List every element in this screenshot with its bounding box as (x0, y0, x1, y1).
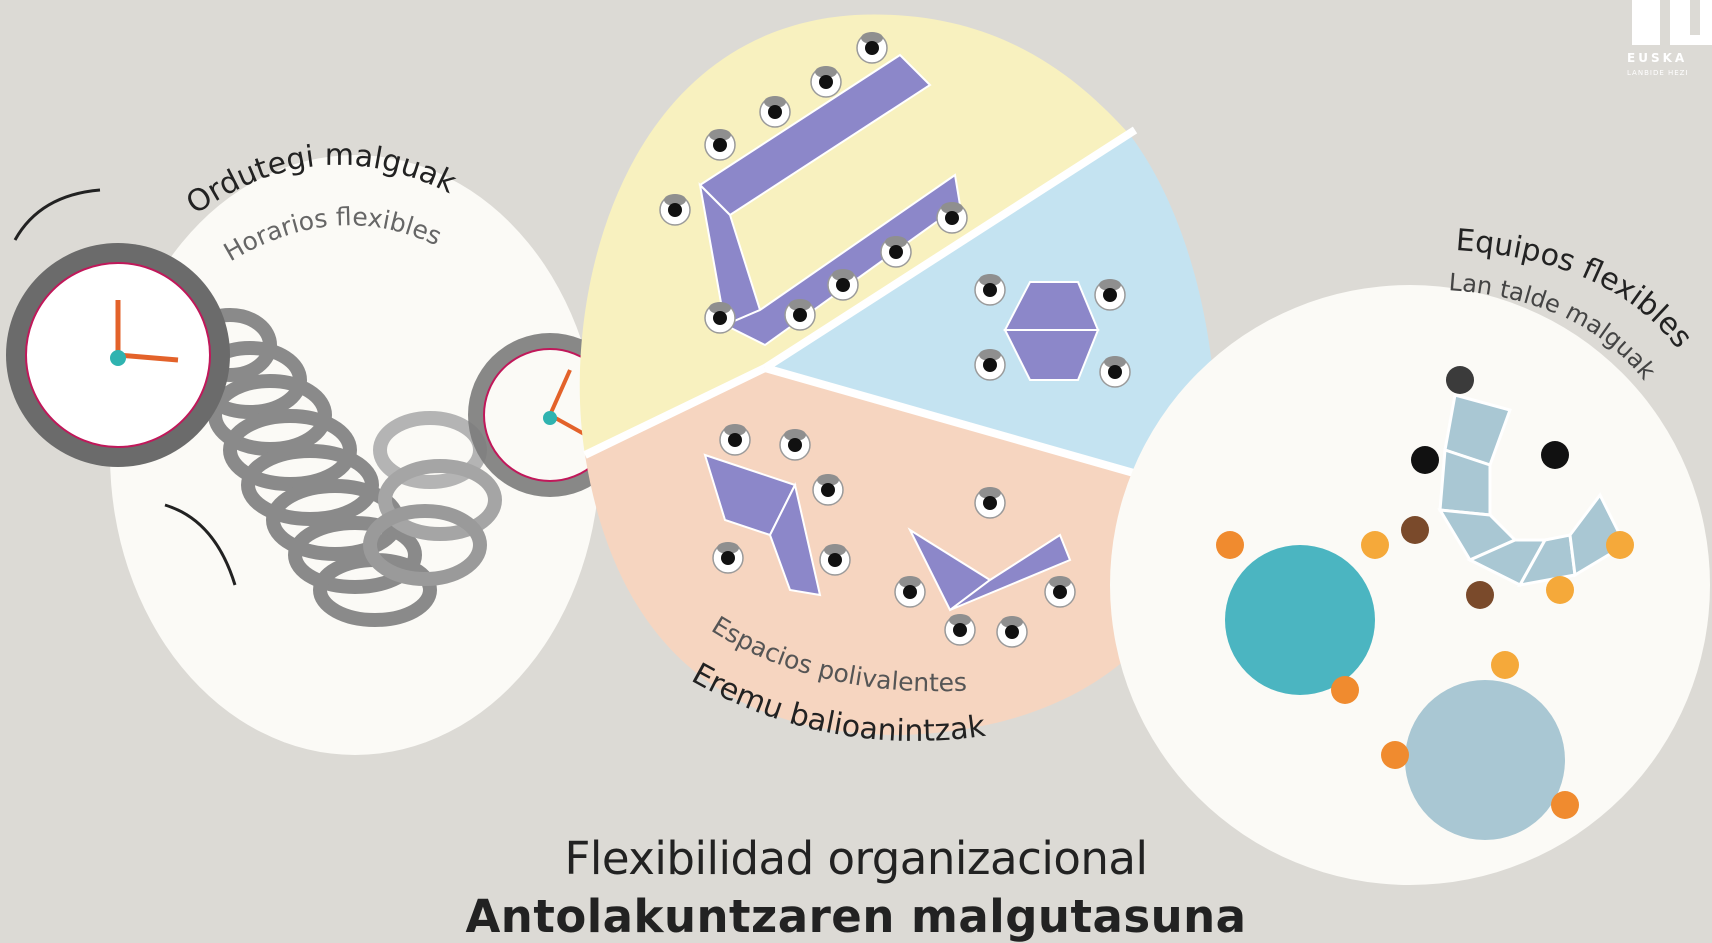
infographic: Ordutegi malguak Horarios flexibles (6, 0, 1712, 943)
sector-divider (762, 126, 1138, 372)
logo-sub: LANBIDE HEZI (1627, 69, 1689, 77)
schedules-section: Ordutegi malguak Horarios flexibles (6, 138, 674, 755)
round-table (1405, 680, 1565, 840)
blue-sector (765, 135, 1217, 495)
motion-arc-icon (164, 503, 237, 586)
u-shape-tables (698, 53, 962, 347)
people-icons (1216, 366, 1634, 819)
clock-icon (6, 243, 230, 467)
teams-bubble (1110, 285, 1710, 885)
teams-section: Equipos flexibles Lan talde malguak (1110, 223, 1710, 885)
logo-word: EUSKA (1627, 51, 1687, 65)
motion-arc-icon (13, 188, 101, 241)
round-table (1225, 545, 1375, 695)
yellow-sector (579, 14, 1130, 456)
euskadi-logo: EUSKA LANBIDE HEZI (1627, 0, 1712, 77)
caption-spanish: Flexibilidad organizacional (564, 832, 1148, 885)
sector-divider (583, 364, 767, 459)
hexagon-table (1003, 281, 1100, 381)
spaces-section: Espacios polivalentes Eremu balioanintza… (579, 14, 1220, 749)
caption-basque: Antolakuntzaren malgutasuna (465, 890, 1247, 943)
angled-tables (703, 453, 1072, 612)
curved-desks (1437, 393, 1627, 588)
peach-sector (585, 365, 1215, 735)
infographic-canvas: Ordutegi malguak Horarios flexibles (6, 0, 1712, 885)
